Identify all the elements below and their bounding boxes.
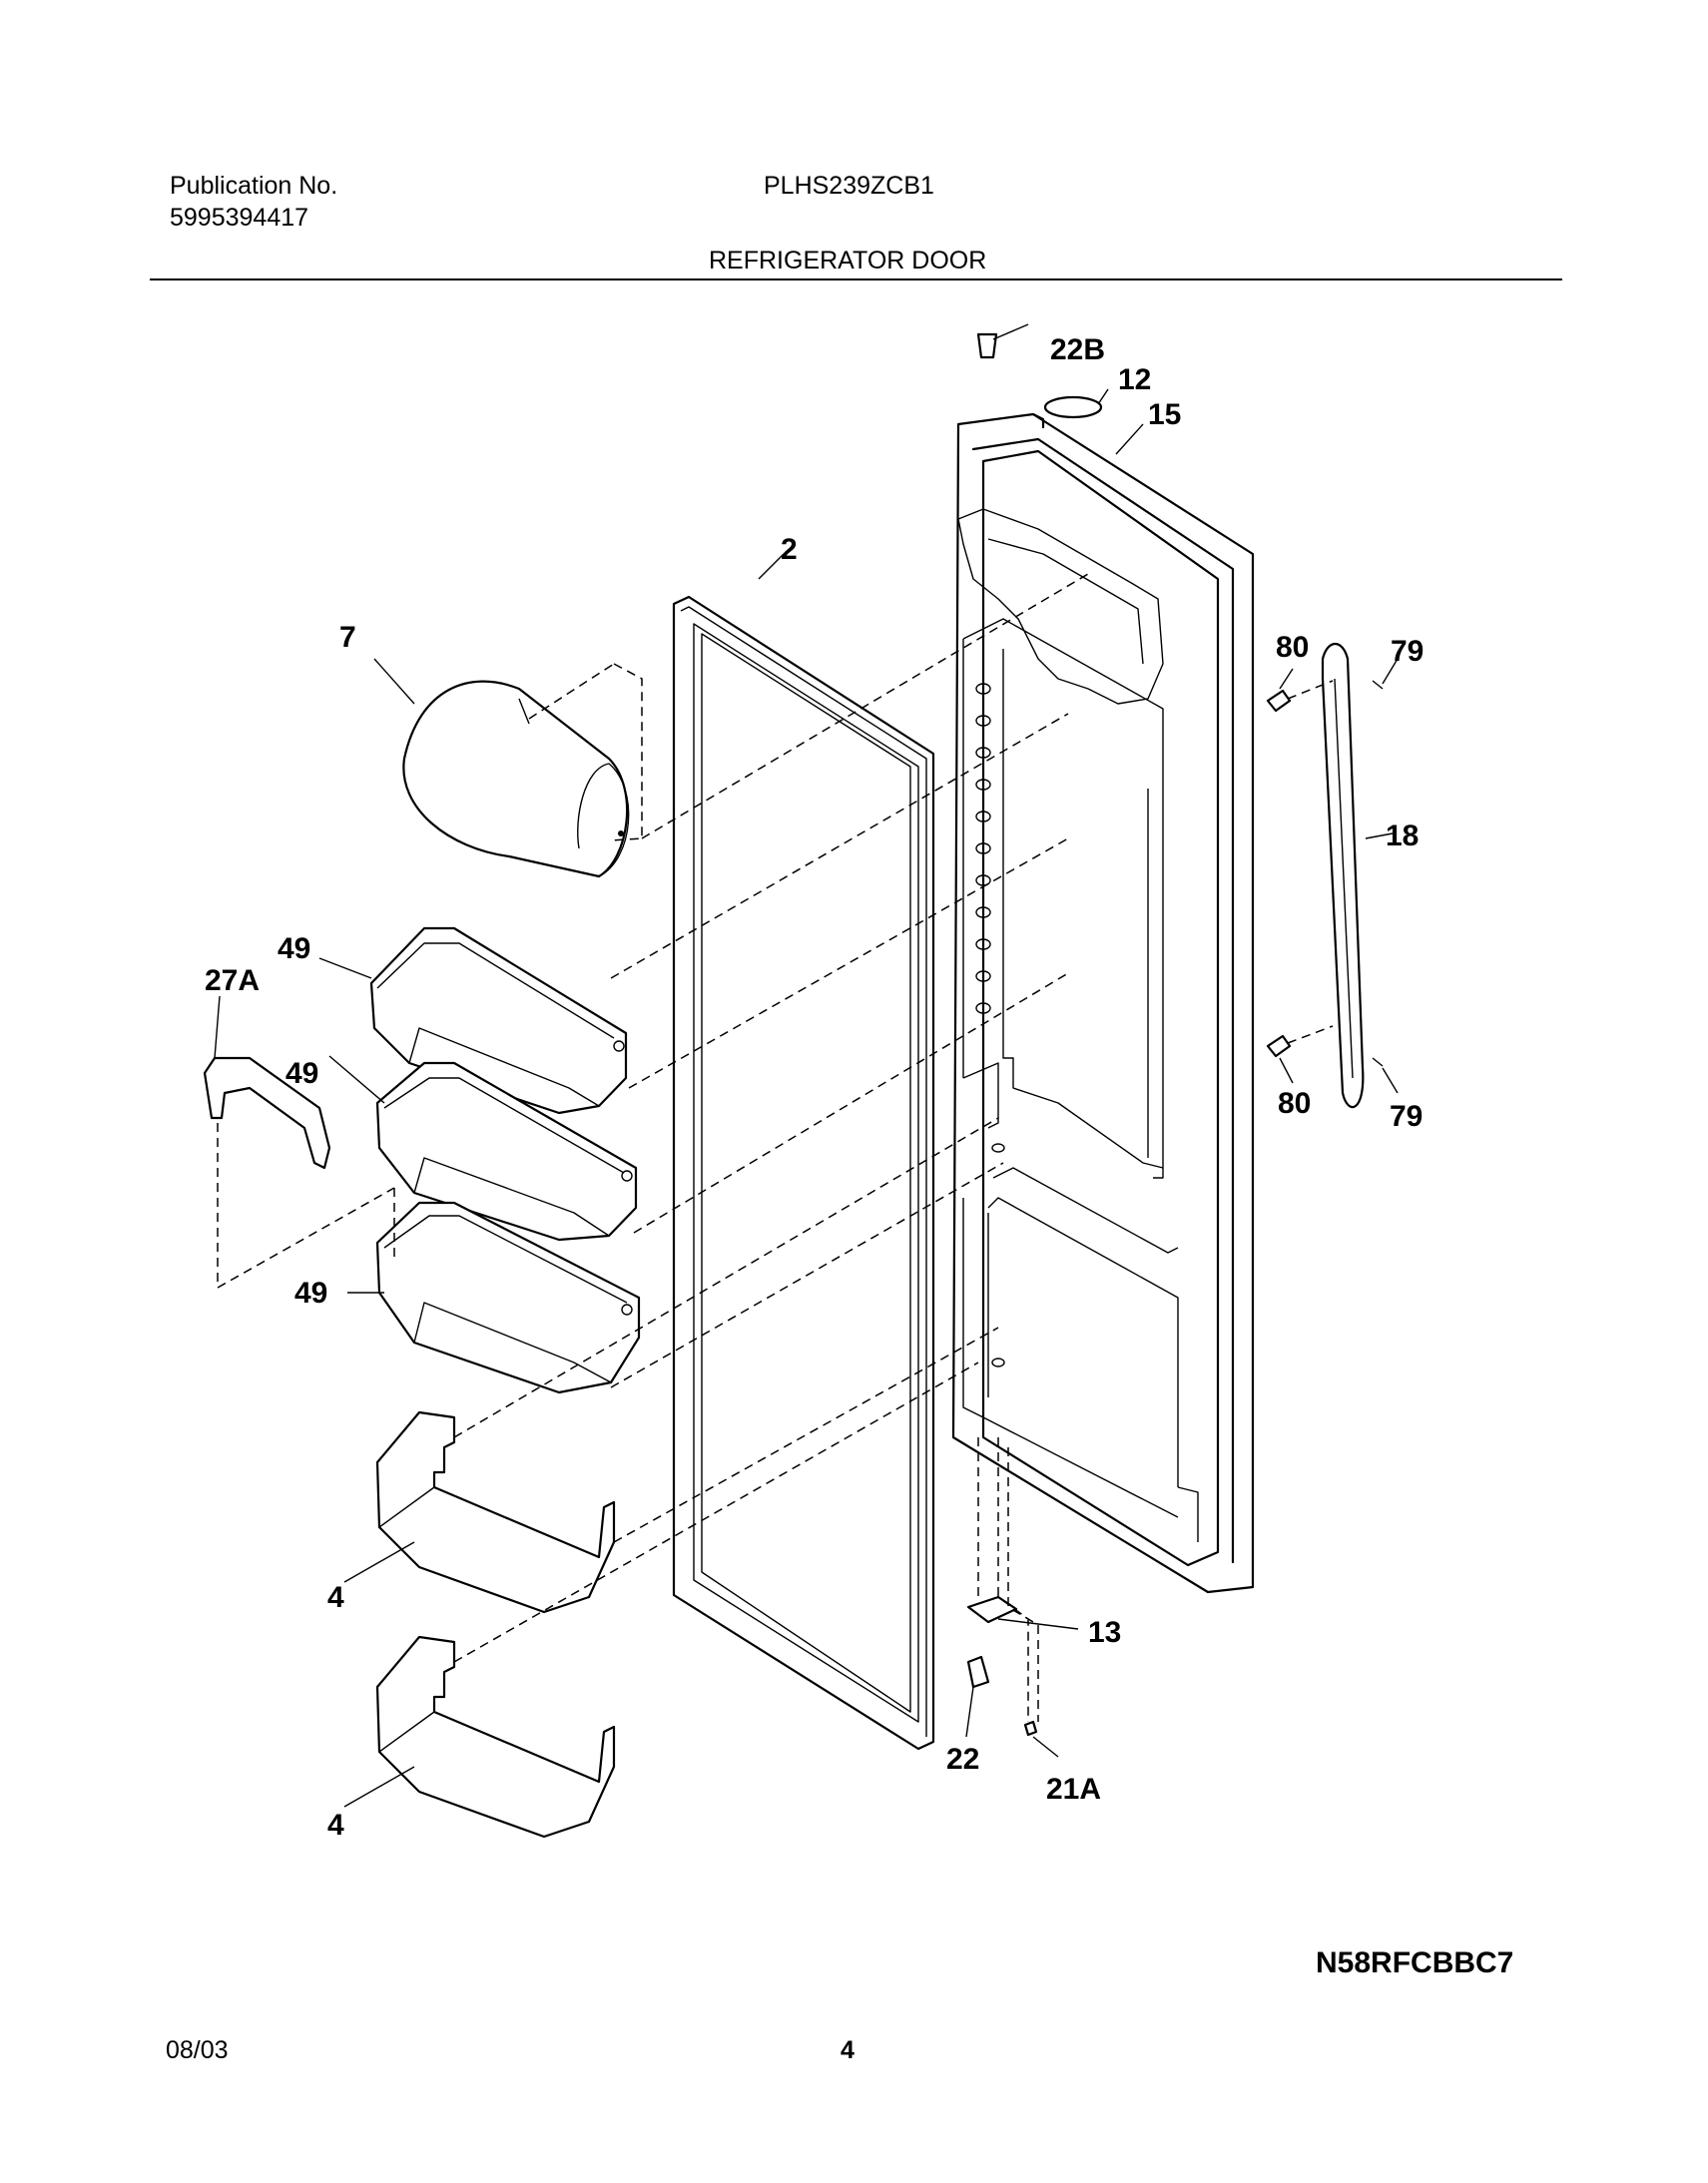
door-gasket-illustration [672,595,935,1751]
page-number: 4 [841,2036,854,2064]
bin-divider-illustration [203,1056,331,1170]
door-shelf-illustration-lower [375,1635,616,1839]
callout-79-top: 79 [1391,635,1423,668]
callout-4-bottom: 4 [327,1809,344,1842]
door-handle-illustration [1321,642,1365,1109]
callout-7: 7 [339,621,356,654]
footer-date: 08/03 [166,2036,229,2064]
callout-79-bottom: 79 [1390,1100,1423,1133]
callout-80-top: 80 [1276,631,1309,664]
cover-illustration [402,680,630,878]
door-bin-illustration-lower [375,1201,641,1394]
door-assembly-illustration [951,412,1255,1594]
publication-number: 5995394417 [170,204,309,232]
callout-18: 18 [1386,819,1419,852]
handle-screws-illustration [1266,680,1384,1067]
hinge-parts-illustration [966,332,1103,1737]
section-title: REFRIGERATOR DOOR [709,247,987,274]
callout-2: 2 [781,533,798,566]
diagram-code: N58RFCBBC7 [1316,1946,1514,1979]
publication-label: Publication No. [170,172,338,200]
callout-13: 13 [1088,1616,1121,1649]
header-divider [150,278,1562,280]
callout-80-bottom: 80 [1278,1087,1311,1120]
alignment-lines [217,573,1334,1722]
shelf-dimples [975,683,1149,1158]
callout-22b: 22B [1050,333,1105,366]
door-bin-illustration-middle [375,1061,638,1242]
callout-15: 15 [1148,398,1181,431]
callout-27a: 27A [205,964,260,997]
callout-4-top: 4 [327,1581,344,1614]
part-callouts: 22B 12 15 2 7 80 79 18 49 27A 49 80 79 4… [205,333,1423,1842]
callout-22: 22 [946,1743,979,1776]
callout-49-top: 49 [278,932,310,965]
model-number: PLHS239ZCB1 [764,172,934,200]
leader-lines [214,323,1399,1808]
callout-21a: 21A [1046,1773,1101,1806]
callout-49-middle: 49 [285,1057,318,1090]
callout-12: 12 [1118,363,1151,396]
callout-49-bottom: 49 [294,1277,327,1310]
door-shelf-illustration-upper [375,1410,616,1614]
